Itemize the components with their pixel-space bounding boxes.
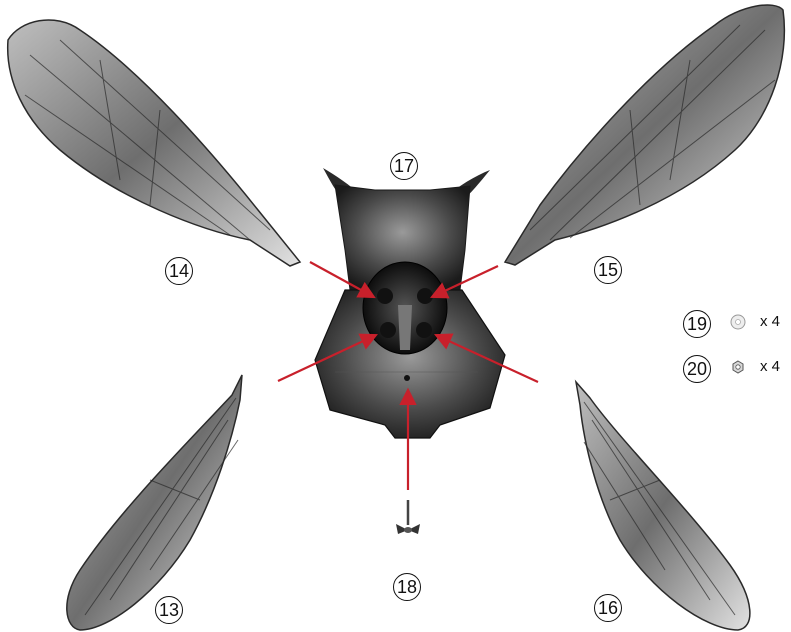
washer-icon xyxy=(731,315,745,329)
part-label-13: 13 xyxy=(155,596,183,624)
body-part xyxy=(315,168,505,438)
nut-icon xyxy=(733,361,743,373)
part-label-17: 17 xyxy=(390,152,418,180)
nut-quantity: x 4 xyxy=(760,358,780,375)
part-label-19: 19 xyxy=(683,310,711,338)
wing-lower-left xyxy=(67,375,242,630)
wing-screw xyxy=(396,500,420,534)
washer-quantity: x 4 xyxy=(760,313,780,330)
wing-lower-right xyxy=(576,382,750,630)
part-label-14: 14 xyxy=(165,257,193,285)
wing-upper-left xyxy=(8,20,300,266)
part-label-20: 20 xyxy=(683,355,711,383)
part-label-18: 18 xyxy=(393,573,421,601)
part-label-15: 15 xyxy=(594,256,622,284)
wing-upper-right xyxy=(505,5,784,265)
part-label-16: 16 xyxy=(594,594,622,622)
